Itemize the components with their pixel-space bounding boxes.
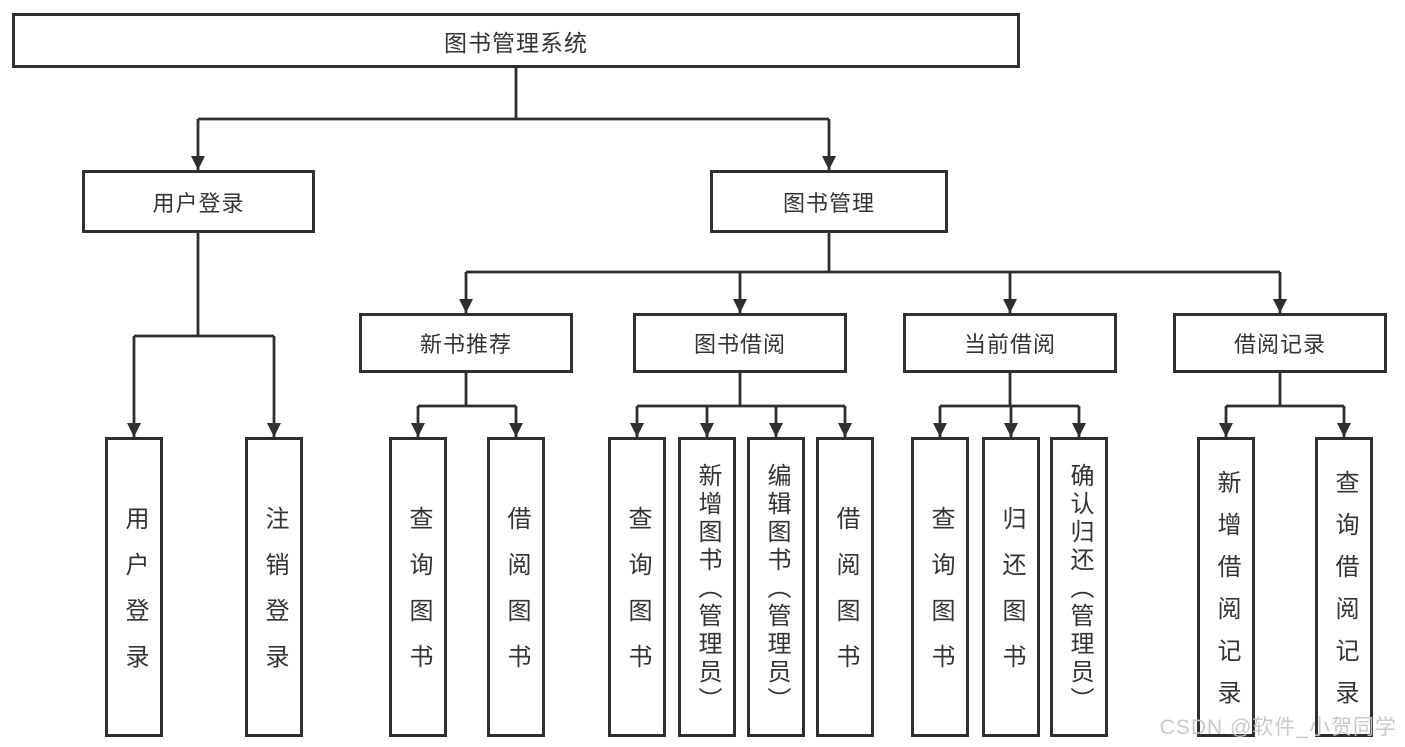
node-leaf-add-borrow-record: 新增借阅记录 [1197, 437, 1255, 737]
node-leaf-logout: 注销登录 [245, 437, 303, 737]
node-borrow-records: 借阅记录 [1173, 313, 1387, 373]
node-label: 借阅记录 [1233, 332, 1326, 357]
csdn-watermark: CSDN @软件_小贺同学 [1159, 716, 1397, 739]
node-current-borrow: 当前借阅 [903, 313, 1117, 373]
node-label: 新书推荐 [419, 332, 512, 357]
node-leaf-borrow-books-2: 借阅图书 [816, 437, 874, 737]
node-label: 借阅图书 [832, 506, 859, 690]
node-label: 用户登录 [121, 506, 148, 690]
node-label: 当前借阅 [963, 332, 1056, 357]
node-user-login-group: 用户登录 [82, 170, 315, 233]
node-label: 注销登录 [261, 506, 288, 690]
node-label: 图书管理 [782, 190, 875, 216]
node-label: 新增图书（管理员） [694, 463, 721, 715]
node-label: 查询图书 [624, 506, 651, 690]
node-label: 查询借阅记录 [1331, 470, 1358, 722]
node-label: 新增借阅记录 [1213, 470, 1240, 722]
node-leaf-borrow-books-1: 借阅图书 [487, 437, 545, 737]
node-leaf-query-books-3: 查询图书 [911, 437, 969, 737]
node-label: 图书借阅 [693, 332, 786, 357]
node-leaf-add-book-admin: 新增图书（管理员） [678, 437, 736, 737]
node-library-management-system: 图书管理系统 [12, 13, 1020, 68]
node-new-book-recommend: 新书推荐 [359, 313, 573, 373]
node-label: 编辑图书（管理员） [763, 463, 790, 715]
node-label: 归还图书 [998, 506, 1025, 690]
node-label: 用户登录 [152, 190, 245, 216]
node-book-borrow: 图书借阅 [633, 313, 847, 373]
node-leaf-confirm-return-admin: 确认归还（管理员） [1050, 437, 1108, 737]
node-label: 查询图书 [405, 506, 432, 690]
node-leaf-query-books-2: 查询图书 [608, 437, 666, 737]
node-label: 查询图书 [927, 506, 954, 690]
node-label: 确认归还（管理员） [1066, 463, 1093, 715]
node-label: 借阅图书 [503, 506, 530, 690]
node-leaf-edit-book-admin: 编辑图书（管理员） [747, 437, 805, 737]
node-leaf-query-books-1: 查询图书 [389, 437, 447, 737]
node-leaf-query-borrow-record: 查询借阅记录 [1315, 437, 1373, 737]
node-label: 图书管理系统 [444, 29, 588, 56]
node-leaf-user-login: 用户登录 [105, 437, 163, 737]
node-book-management: 图书管理 [710, 170, 948, 233]
node-leaf-return-book: 归还图书 [982, 437, 1040, 737]
